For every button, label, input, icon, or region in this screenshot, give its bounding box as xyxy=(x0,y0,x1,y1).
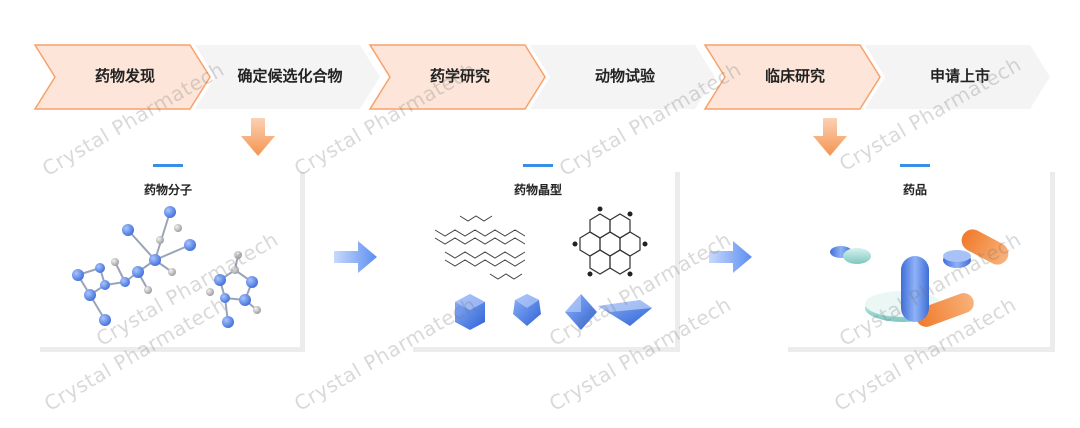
step-3-label: 药学研究 xyxy=(429,68,490,85)
right-arrow-icon xyxy=(709,241,752,273)
down-arrow-icon xyxy=(241,118,275,156)
step-3-chevron xyxy=(368,44,546,110)
right-arrow-icon xyxy=(334,241,377,273)
panel-3-accent xyxy=(900,164,930,167)
panel-2-title: 药物晶型 xyxy=(513,183,562,197)
step-1-label: 药物发现 xyxy=(94,68,155,85)
panel-3-title: 药品 xyxy=(902,183,927,197)
step-6-label: 申请上市 xyxy=(929,68,990,85)
step-2-chevron xyxy=(195,45,380,109)
down-arrow-icon xyxy=(813,118,847,156)
process-flow xyxy=(33,44,1050,110)
step-2-label: 确定候选化合物 xyxy=(237,68,343,85)
molecule-illustration xyxy=(72,206,261,328)
step-4-label: 动物试验 xyxy=(594,68,655,85)
drug-illustration xyxy=(830,229,1009,327)
step-1-chevron xyxy=(33,44,211,110)
step-5-chevron xyxy=(703,44,881,110)
step-6-chevron xyxy=(865,45,1050,109)
step-4-chevron xyxy=(530,45,715,109)
step-5-label: 临床研究 xyxy=(764,68,825,85)
panel-1-title: 药物分子 xyxy=(143,183,192,197)
crystal-form-illustration xyxy=(434,206,652,330)
panel-1-accent xyxy=(153,164,183,167)
panel-2-accent xyxy=(523,164,553,167)
